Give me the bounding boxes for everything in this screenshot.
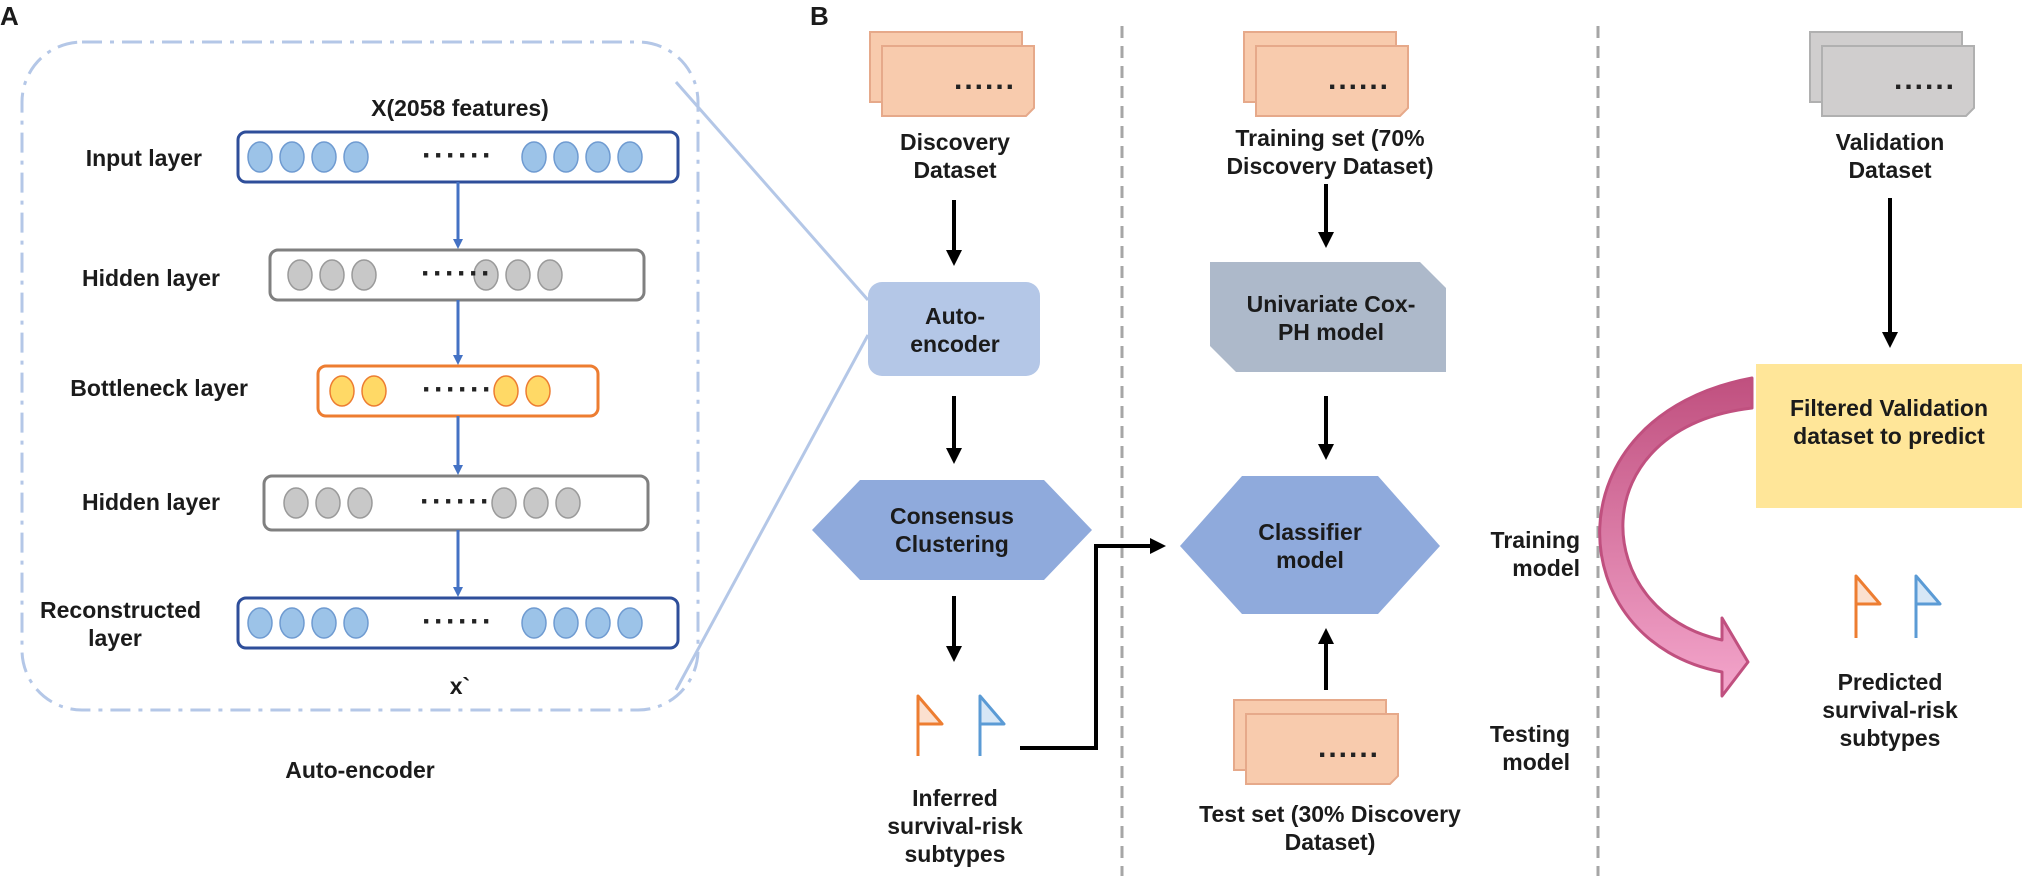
neuron bbox=[521, 607, 547, 639]
inferred-subtypes-label: Inferred survival-risk subtypes bbox=[887, 785, 1023, 867]
layer-box-2: ······ bbox=[316, 364, 600, 418]
layer-dots: ······ bbox=[421, 257, 493, 290]
neuron bbox=[329, 375, 355, 407]
arrow-subtypes-to-classifier bbox=[1020, 538, 1166, 750]
test-set-label: Test set (30% Discovery Dataset) bbox=[1199, 801, 1461, 855]
neuron bbox=[555, 487, 581, 519]
neuron bbox=[287, 259, 313, 291]
neuron bbox=[343, 607, 369, 639]
zoom-line-top bbox=[674, 81, 870, 301]
neuron bbox=[525, 375, 551, 407]
network-layers: ······ ······ ······ ······ ······ bbox=[236, 130, 680, 650]
panel-a-label: A bbox=[0, 1, 19, 31]
neuron bbox=[521, 141, 547, 173]
predicted-subtypes-label: Predicted survival-risk subtypes bbox=[1822, 669, 1958, 751]
test-set-icon bbox=[1233, 699, 1399, 785]
layer-label-hidden-2: Hidden layer bbox=[81, 489, 220, 515]
clustering-label: Consensus Clustering bbox=[890, 503, 1014, 557]
discovery-dataset-label: Discovery Dataset bbox=[900, 129, 1010, 183]
testing-model-label: Testing model bbox=[1489, 721, 1570, 775]
neuron bbox=[279, 141, 305, 173]
neuron bbox=[247, 607, 273, 639]
discovery-doc-dots: ...... bbox=[953, 63, 1016, 96]
neuron bbox=[347, 487, 373, 519]
inferred-subtype-flags bbox=[916, 694, 1006, 756]
layer-box-3: ······ bbox=[262, 474, 650, 532]
classifier-label: Classifier model bbox=[1258, 519, 1362, 573]
neuron bbox=[473, 259, 499, 291]
training-model-label: Training model bbox=[1490, 527, 1580, 581]
output-label: x` bbox=[449, 673, 471, 699]
neuron bbox=[311, 607, 337, 639]
neuron bbox=[279, 607, 305, 639]
neuron bbox=[553, 607, 579, 639]
neuron bbox=[523, 487, 549, 519]
neuron bbox=[537, 259, 563, 291]
autoencoder-box-label: Auto-encoder bbox=[910, 303, 1000, 357]
neuron bbox=[283, 487, 309, 519]
validation-doc-dots: ...... bbox=[1893, 63, 1956, 96]
layer-box-0: ······ bbox=[236, 130, 680, 184]
neuron bbox=[311, 141, 337, 173]
neuron bbox=[351, 259, 377, 291]
neuron bbox=[493, 375, 519, 407]
layer-label-bottleneck: Bottleneck layer bbox=[70, 375, 248, 401]
test-doc-dots: ...... bbox=[1317, 731, 1380, 764]
neuron bbox=[247, 141, 273, 173]
layer-box-4: ······ bbox=[236, 596, 680, 650]
layer-label-input: Input layer bbox=[85, 145, 202, 171]
neuron bbox=[585, 607, 611, 639]
validation-dataset-label: Validation Dataset bbox=[1835, 129, 1945, 183]
neuron bbox=[343, 141, 369, 173]
neuron bbox=[617, 607, 643, 639]
predicted-subtype-flags bbox=[1854, 574, 1942, 638]
training-set-label: Training set (70% Discovery Dataset) bbox=[1226, 125, 1434, 179]
layer-dots: ······ bbox=[420, 485, 492, 518]
input-features-label: X(2058 features) bbox=[371, 95, 549, 121]
layer-box-1: ······ bbox=[268, 248, 646, 302]
autoencoder-caption: Auto-encoder bbox=[285, 757, 435, 783]
consensus-clustering-hexagon bbox=[812, 480, 1092, 580]
filtered-validation-label: Filtered Validation dataset to predict bbox=[1789, 395, 1989, 449]
layer-dots: ······ bbox=[422, 373, 494, 406]
neuron bbox=[553, 141, 579, 173]
neuron bbox=[361, 375, 387, 407]
discovery-dataset-icon bbox=[869, 31, 1035, 117]
panel-b-label: B bbox=[810, 1, 829, 31]
autoencoder-box bbox=[868, 282, 1040, 376]
cox-ph-box bbox=[1210, 262, 1446, 372]
layer-label-hidden-1: Hidden layer bbox=[81, 265, 220, 291]
training-doc-dots: ...... bbox=[1327, 63, 1390, 96]
layer-label-reconstructed: Reconstructed layer bbox=[40, 597, 202, 651]
neuron bbox=[617, 141, 643, 173]
cox-model-label: Univariate Cox-PH model bbox=[1246, 291, 1416, 345]
layer-dots: ······ bbox=[422, 605, 494, 638]
neuron bbox=[491, 487, 517, 519]
layer-dots: ······ bbox=[422, 139, 494, 172]
training-set-icon bbox=[1243, 31, 1409, 117]
classifier-hexagon bbox=[1180, 476, 1440, 614]
autoencoder-frame bbox=[20, 40, 700, 712]
prediction-curve-arrow bbox=[1598, 376, 1754, 698]
validation-dataset-icon bbox=[1809, 31, 1975, 117]
filtered-validation-box bbox=[1756, 364, 2022, 508]
neuron bbox=[315, 487, 341, 519]
neuron bbox=[585, 141, 611, 173]
zoom-line-bottom bbox=[674, 334, 870, 691]
neuron bbox=[505, 259, 531, 291]
neuron bbox=[319, 259, 345, 291]
